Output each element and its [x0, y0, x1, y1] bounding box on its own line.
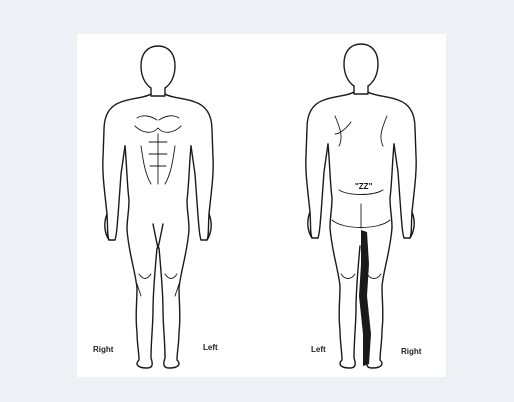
back-head [344, 44, 378, 94]
body-diagram-card: Right Left Left Right "ZZ" [77, 34, 446, 377]
front-right-label: Right [93, 345, 113, 354]
front-figure [103, 46, 213, 368]
front-hands [105, 214, 211, 240]
back-figure [306, 44, 416, 368]
front-left-label: Left [203, 343, 218, 352]
front-chest-lines [135, 116, 181, 132]
back-left-label: Left [311, 345, 326, 354]
back-right-label: Right [401, 347, 421, 356]
front-head [141, 46, 175, 96]
front-abdomen-lines [141, 134, 175, 184]
back-lower-lines [332, 190, 390, 228]
back-shoulder-lines [335, 116, 387, 146]
back-leg-shading [359, 230, 371, 366]
back-mark-label: "ZZ" [355, 182, 372, 191]
body-outline-diagram [77, 34, 446, 377]
front-legs [127, 224, 189, 368]
front-knee-lines [137, 274, 179, 296]
